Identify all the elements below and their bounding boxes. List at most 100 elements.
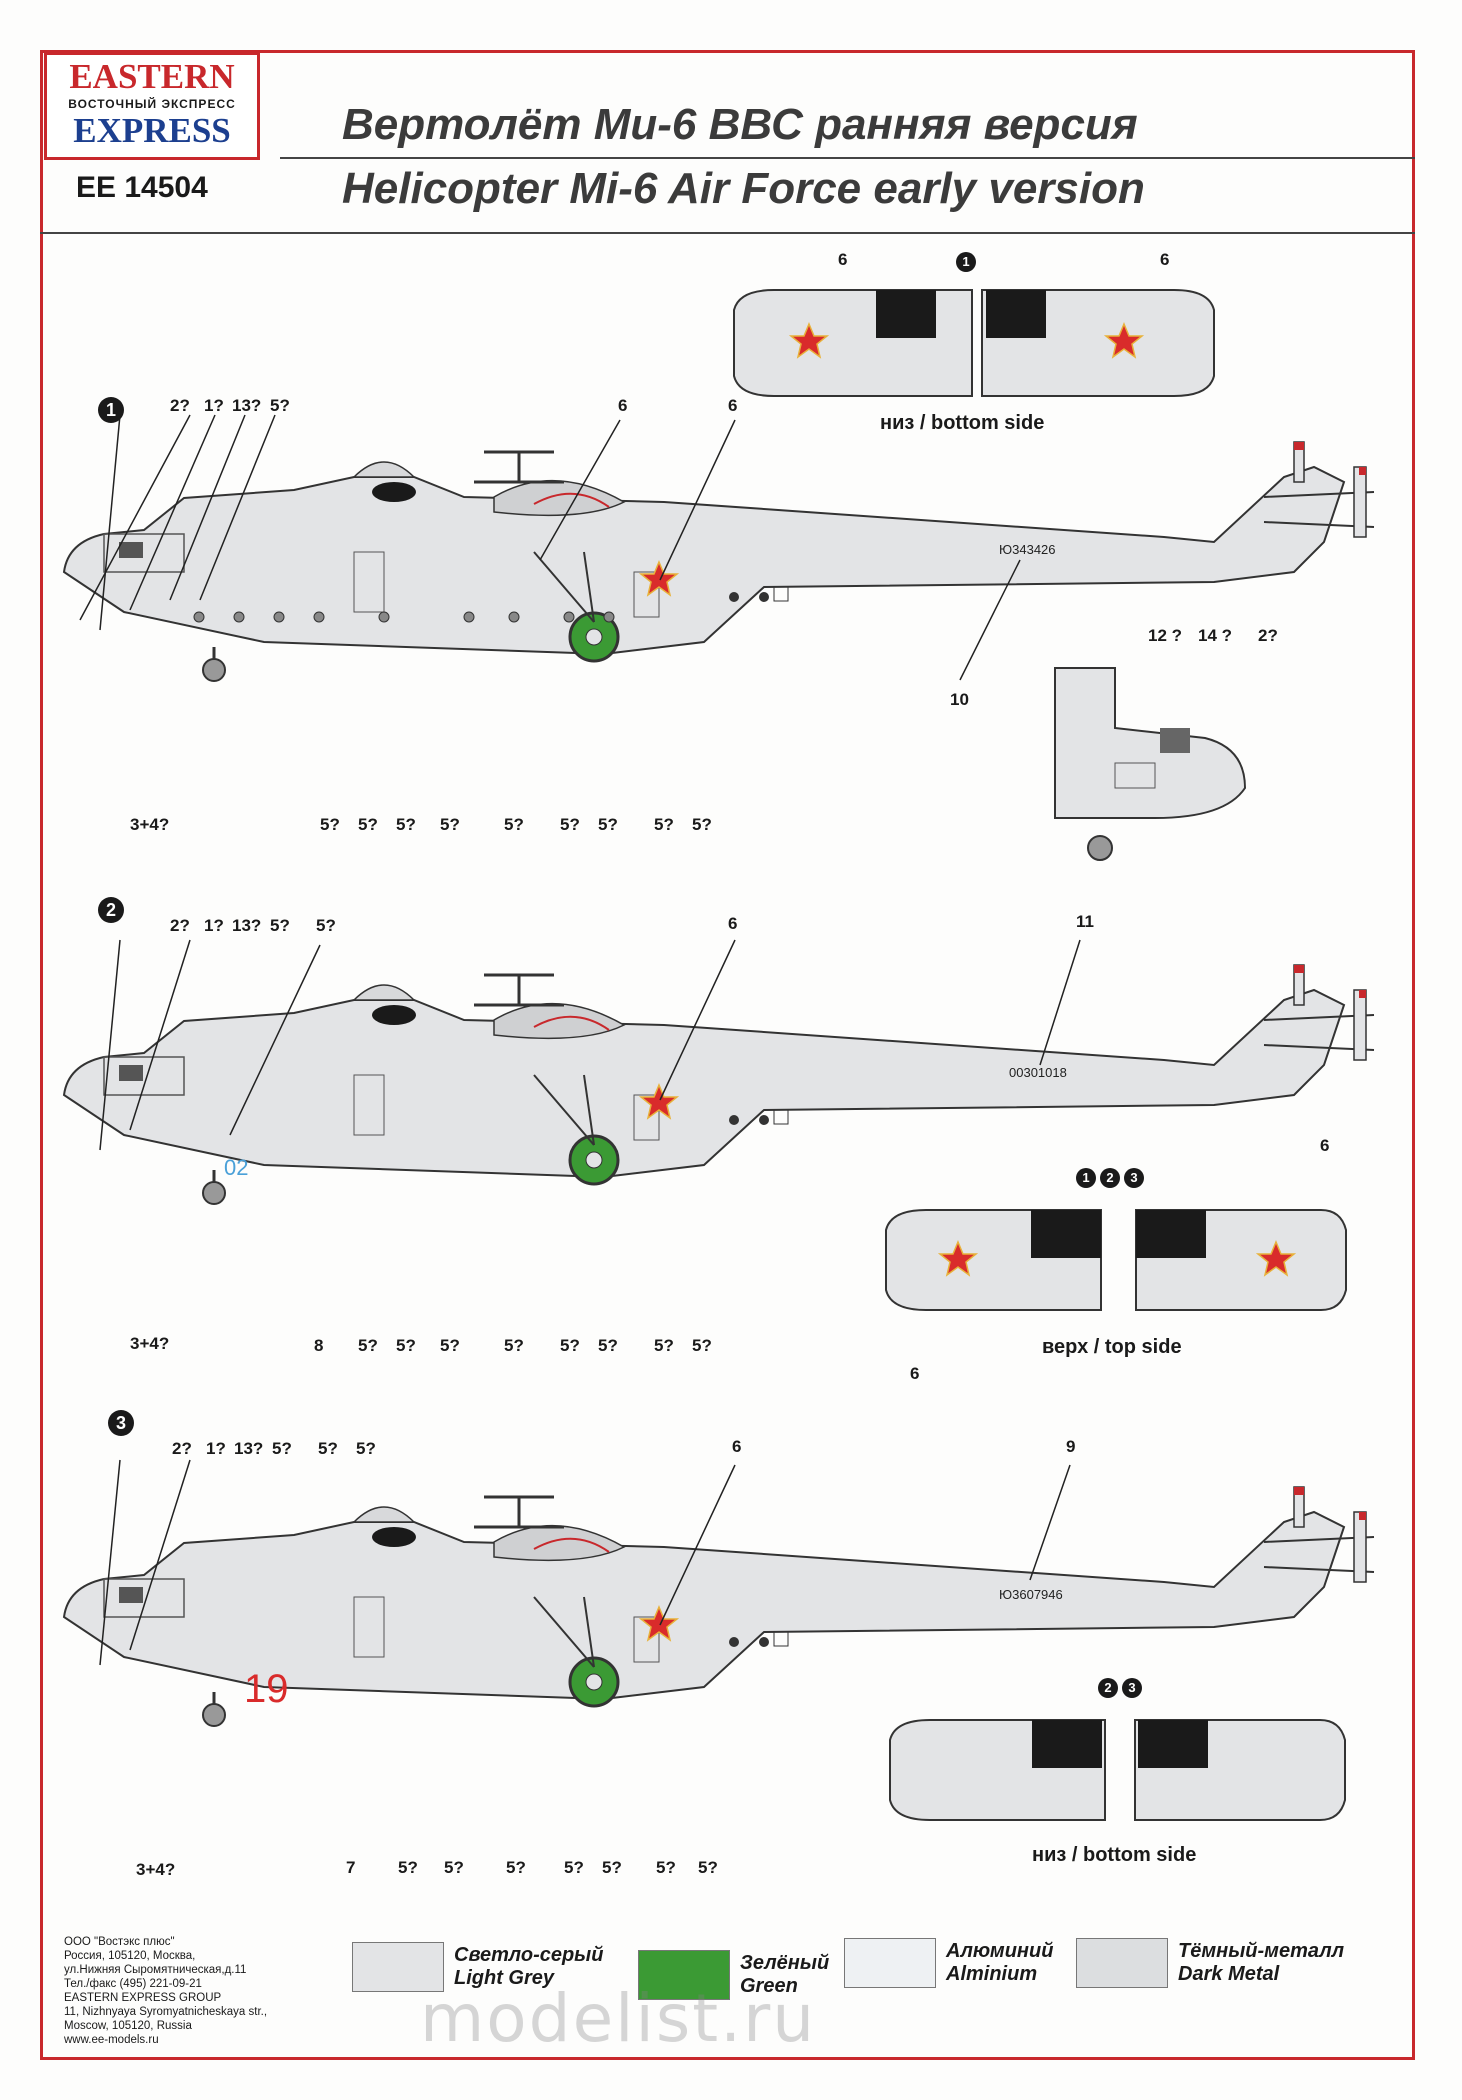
title-russian: Вертолёт Ми-6 ВВС ранняя версия (342, 100, 1138, 149)
p1-bottom-6: 5? (560, 815, 580, 834)
p1-bottom-2: 5? (358, 815, 378, 834)
watermark: modelist.ru (420, 1980, 817, 2057)
p3-label-13: 13? (234, 1439, 264, 1458)
wing3-badge-3: 3 (1122, 1678, 1142, 1698)
logo-mid-text: ВОСТОЧНЫЙ ЭКСПРЕСС (68, 97, 236, 111)
p2-label-nose: 3+4? (130, 1334, 170, 1353)
p3-bottom-3: 5? (444, 1858, 464, 1877)
serial-number-1: Ю343426 (999, 542, 1056, 557)
p2-bottom-5: 5? (504, 1336, 524, 1355)
p1-label-1: 1? (204, 396, 224, 415)
p2-bottom-6: 5? (560, 1336, 580, 1355)
profile-2-badge: 2 (98, 897, 124, 923)
wing2-badge-3: 3 (1124, 1168, 1144, 1188)
p2-bottom-8b: 5? (654, 1336, 674, 1355)
p3-bottom-7b: 5? (656, 1858, 676, 1877)
p2-bottom-3: 5? (396, 1336, 416, 1355)
p1-label-13: 13? (232, 396, 262, 415)
title-rule-1 (280, 157, 1415, 159)
logo-bottom-text: EXPRESS (73, 111, 231, 150)
leader-lines (79, 414, 1081, 1666)
side-number-19: 19 (244, 1667, 289, 1711)
logo-top-text: EASTERN (69, 57, 235, 96)
p3-bottom-5: 5? (564, 1858, 584, 1877)
serial-number-2: 00301018 (1009, 1065, 1067, 1080)
p1-bottom-4: 5? (440, 815, 460, 834)
title-rule-2 (40, 232, 1415, 234)
wing3-badge-2: 2 (1098, 1678, 1118, 1698)
company-address: ООО "Востэкс плюс" Россия, 105120, Москв… (64, 1936, 268, 2046)
p2-label-6: 6 (728, 914, 738, 933)
helicopter-profile-1: Ю343426 (62, 440, 1376, 683)
kit-code: EE 14504 (76, 171, 208, 204)
p2-bottom-7: 5? (598, 1336, 618, 1355)
p3-bottom-6: 5? (602, 1858, 622, 1877)
p2-label-5b: 5? (316, 916, 336, 935)
nose-detail (1054, 667, 1247, 861)
swatch-light-grey (352, 1942, 444, 1992)
wing2-badge-1: 1 (1076, 1168, 1096, 1188)
p2-label-13: 13? (232, 916, 262, 935)
profile-3-badge: 3 (108, 1410, 134, 1436)
p3-label-1: 1? (206, 1439, 226, 1458)
wing1-badge-1: 1 (956, 252, 976, 272)
nose-label-12: 12 ? (1148, 626, 1183, 645)
p3-label-5a: 5? (272, 1439, 292, 1458)
p3-bottom-2: 5? (398, 1858, 418, 1877)
p1-label-6b: 6 (728, 396, 738, 415)
p1-label-5: 5? (270, 396, 290, 415)
p2-bottom-9: 5? (692, 1336, 712, 1355)
swatch-dark-metal (1076, 1938, 1168, 1988)
helicopter-profile-2: 00301018 02 (62, 963, 1376, 1206)
p3-label-nose: 3+4? (136, 1860, 176, 1879)
wing-bottom-3 (889, 1719, 1346, 1821)
helicopter-profile-3: Ю3607946 19 (62, 1485, 1376, 1728)
p1-bottom-7: 5? (598, 815, 618, 834)
p2-label-2: 2? (170, 916, 190, 935)
nose-label-2: 2? (1258, 626, 1278, 645)
p1-label-10: 10 (950, 690, 969, 709)
p2-bottom-8: 8 (314, 1336, 324, 1355)
side-number-02: 02 (224, 1155, 248, 1180)
p2-label-11: 11 (1076, 912, 1094, 931)
p2-label-5a: 5? (270, 916, 290, 935)
serial-number-3: Ю3607946 (999, 1587, 1063, 1602)
profile-1-badge: 1 (98, 397, 124, 423)
p1-bottom-3: 5? (396, 815, 416, 834)
p3-bottom-4: 5? (506, 1858, 526, 1877)
p2-bottom-2: 5? (358, 1336, 378, 1355)
p1-label-nose: 3+4? (130, 815, 170, 834)
eastern-express-logo: EASTERN ВОСТОЧНЫЙ ЭКСПРЕСС EXPRESS (44, 52, 260, 160)
p3-label-2: 2? (172, 1439, 192, 1458)
p3-label-9: 9 (1066, 1437, 1076, 1456)
wing-bottom-1 (733, 289, 1215, 397)
p3-label-5b: 5? (318, 1439, 338, 1458)
p1-label-2: 2? (170, 396, 190, 415)
p1-bottom-9: 5? (692, 815, 712, 834)
wing1-decal-6b: 6 (1160, 250, 1170, 269)
wing2-caption: верх / top side (1042, 1336, 1182, 1358)
wing-top-2 (885, 1209, 1347, 1311)
page-frame (40, 50, 1415, 2060)
p3-bottom-8: 5? (698, 1858, 718, 1877)
swatch-aluminium (844, 1938, 936, 1988)
p3-bottom-7: 7 (346, 1858, 356, 1877)
swatch-green (638, 1950, 730, 2000)
wing1-caption: низ / bottom side (880, 412, 1045, 434)
p1-bottom-8: 5? (654, 815, 674, 834)
nose-label-14: 14 ? (1198, 626, 1233, 645)
p3-label-5c: 5? (356, 1439, 376, 1458)
p1-bottom-1: 5? (320, 815, 340, 834)
wing2-decal-6b: 6 (910, 1364, 920, 1383)
p3-label-6: 6 (732, 1437, 742, 1456)
p2-bottom-4: 5? (440, 1336, 460, 1355)
p1-label-6a: 6 (618, 396, 628, 415)
wing2-badge-2: 2 (1100, 1168, 1120, 1188)
wing3-caption: низ / bottom side (1032, 1844, 1197, 1866)
wing1-decal-6a: 6 (838, 250, 848, 269)
title-english: Helicopter Mi-6 Air Force early version (342, 164, 1145, 213)
